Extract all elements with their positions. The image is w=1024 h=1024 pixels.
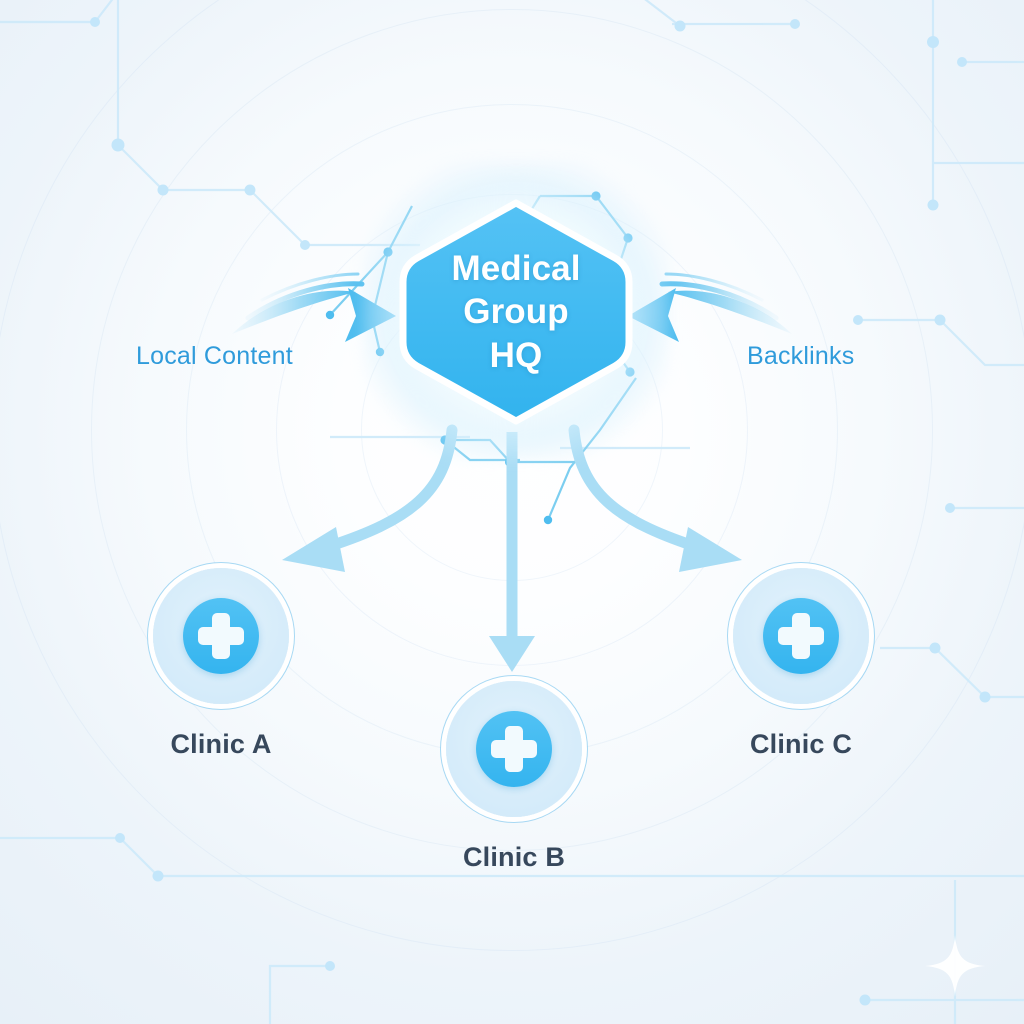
label-local-content: Local Content xyxy=(136,342,293,370)
clinic-b-badge xyxy=(438,673,590,825)
label-backlinks: Backlinks xyxy=(747,342,855,370)
arrow-hub-to-clinic-b xyxy=(489,432,535,672)
clinic-b-label: Clinic B xyxy=(462,842,566,872)
clinic-a-label: Clinic A xyxy=(170,729,272,759)
medical-cross-icon xyxy=(476,711,552,787)
medical-cross-icon xyxy=(183,598,259,674)
clinic-node-b[interactable]: Clinic B xyxy=(431,673,597,873)
sparkle-icon xyxy=(925,935,985,997)
clinic-c-label: Clinic C xyxy=(749,729,853,759)
clinic-node-c[interactable]: Clinic C xyxy=(718,560,884,760)
clinic-c-badge xyxy=(725,560,877,712)
hexagon-shape xyxy=(399,199,633,425)
clinic-node-a[interactable]: Clinic A xyxy=(138,560,304,760)
hub-node[interactable]: Medical Group HQ xyxy=(362,162,670,462)
medical-cross-icon xyxy=(763,598,839,674)
clinic-a-badge xyxy=(145,560,297,712)
